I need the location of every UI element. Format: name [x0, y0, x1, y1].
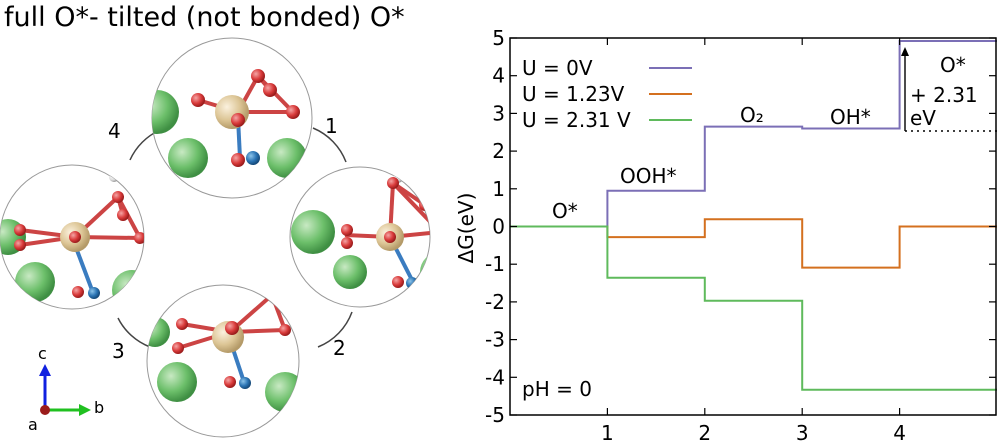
legend-label-0: U = 0V	[522, 56, 593, 80]
axis-label-c: c	[38, 344, 47, 363]
ph-annotation: pH = 0	[522, 377, 592, 401]
axis-label-a: a	[28, 415, 38, 434]
connector-arc-2	[317, 311, 353, 348]
structure-inset-1	[151, 37, 313, 199]
y-tick-label: -5	[485, 403, 505, 427]
legend: U = 0V U = 1.23V U = 2.31 V	[522, 56, 692, 132]
y-tick-label: 0	[492, 215, 505, 239]
intermediate-label-3: OH*	[830, 105, 871, 129]
energy-annotation-value: + 2.31	[910, 83, 978, 107]
series-line-0	[510, 40, 997, 228]
structure-panel: 1 2 3 4 c b a	[0, 37, 431, 438]
intermediate-label-1: OOH*	[620, 164, 677, 188]
site-label-4: 4	[108, 119, 121, 143]
connector-arc-3	[117, 317, 151, 348]
intermediate-label-0: O*	[552, 199, 578, 223]
y-tick-label: 5	[492, 26, 505, 50]
intermediate-label-2: O₂	[740, 103, 764, 127]
x-tick-label: 1	[601, 421, 614, 445]
axes-frame: 5 4 3 2 1 0 -1 -2 -3 -4 -5 1 2 3 4	[485, 26, 997, 445]
y-tick-label: -4	[485, 365, 505, 389]
intermediate-label-4: O*	[940, 53, 966, 77]
y-tick-label: 4	[492, 64, 505, 88]
energy-annotation-unit: eV	[910, 106, 936, 130]
y-tick-label: 3	[492, 101, 505, 125]
connector-arc-1	[312, 127, 347, 163]
y-tick-label: -2	[485, 290, 505, 314]
structure-inset-2	[289, 166, 431, 308]
y-tick-label: 2	[492, 139, 505, 163]
y-tick-label: 1	[492, 177, 505, 201]
axis-indicator: c b a	[28, 344, 104, 434]
site-label-2: 2	[333, 336, 346, 360]
energy-arrow-head	[901, 47, 909, 56]
y-axis-label: ΔG(eV)	[454, 193, 478, 264]
y-tick-label: -3	[485, 328, 505, 352]
x-tick-label: 2	[698, 421, 711, 445]
plot-content	[510, 40, 997, 391]
y-tick-label: -1	[485, 252, 505, 276]
series-line-2	[510, 225, 997, 391]
page-title: full O*- tilted (not bonded) O*	[4, 2, 405, 33]
legend-label-2: U = 2.31 V	[522, 108, 631, 132]
legend-label-1: U = 1.23V	[522, 82, 625, 106]
site-label-3: 3	[112, 339, 125, 363]
axis-label-b: b	[94, 398, 104, 417]
site-label-1: 1	[325, 114, 338, 138]
x-tick-label: 4	[893, 421, 906, 445]
x-tick-label: 3	[796, 421, 809, 445]
